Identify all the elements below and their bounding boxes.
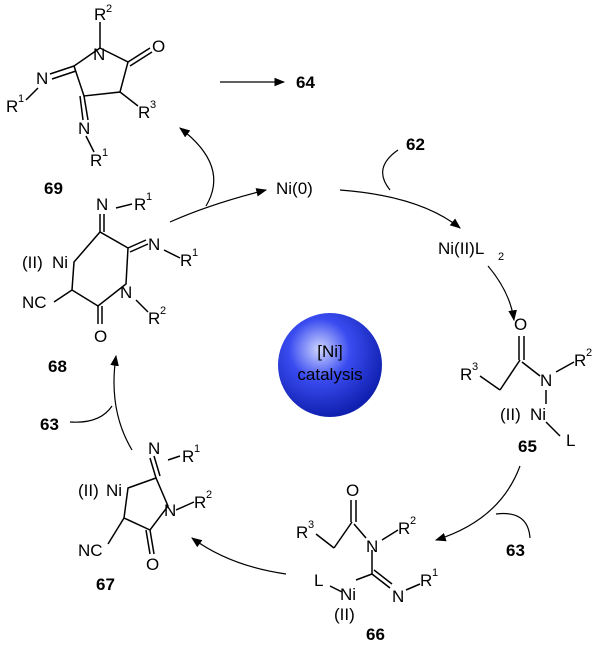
atom-r-69b: R bbox=[6, 97, 18, 116]
sphere-label-line2: catalysis bbox=[297, 365, 362, 384]
atom-r-69a: R bbox=[94, 5, 106, 24]
sup-69c: 3 bbox=[150, 99, 156, 111]
atom-r-66b: R bbox=[398, 519, 410, 538]
atom-r-66c: R bbox=[420, 571, 432, 590]
atom-r-65: R bbox=[460, 365, 472, 384]
atom-r-66: R bbox=[296, 523, 308, 542]
ox-state-67: (II) bbox=[78, 481, 99, 500]
reagent-63-a: 63 bbox=[40, 415, 59, 434]
arrow-66-to-67 bbox=[191, 537, 287, 575]
atom-o-66: O bbox=[346, 481, 359, 500]
species-ni2l2-subscript: 2 bbox=[498, 251, 504, 263]
compound-66-structure bbox=[315, 500, 421, 593]
atom-l-66: L bbox=[314, 571, 323, 590]
arrow-ni2l2-to-65 bbox=[487, 265, 517, 322]
atom-n-68c: N bbox=[120, 283, 132, 302]
ox-state-68: (II) bbox=[22, 253, 43, 272]
sup-66a: 3 bbox=[308, 519, 314, 531]
ox-state-66: (II) bbox=[334, 605, 355, 624]
sup-69b: 1 bbox=[18, 93, 24, 105]
atom-o-69: O bbox=[152, 37, 165, 56]
species-ni0: Ni(0) bbox=[276, 179, 313, 198]
compound-65-structure bbox=[479, 336, 575, 437]
atom-nc-67: NC bbox=[78, 541, 103, 560]
atom-r-69c: R bbox=[138, 103, 150, 122]
reagent-62: 62 bbox=[406, 135, 425, 154]
compound-68-structure bbox=[53, 203, 181, 324]
arrow-68-to-ni0 bbox=[169, 188, 268, 223]
arrow-63-entering-a bbox=[69, 405, 113, 423]
arrow-release-69 bbox=[179, 127, 215, 207]
sup-68c: 2 bbox=[160, 305, 166, 317]
atom-nc-68: NC bbox=[22, 293, 47, 312]
atom-l-65: L bbox=[566, 431, 575, 450]
atom-r-65b: R bbox=[574, 351, 586, 370]
atom-r-67b: R bbox=[194, 493, 206, 512]
compound-69-structure bbox=[25, 22, 153, 153]
ox-state-65: (II) bbox=[500, 405, 521, 424]
nickel-catalysis-sphere: [Ni] catalysis bbox=[278, 313, 382, 417]
atom-r-69d: R bbox=[90, 151, 102, 170]
sup-67a: 1 bbox=[194, 443, 200, 455]
compound-67-structure bbox=[107, 455, 195, 555]
atom-r-67a: R bbox=[182, 447, 194, 466]
compound-number-64: 64 bbox=[296, 73, 315, 92]
arrow-ni0-to-ni2l2 bbox=[339, 189, 461, 229]
atom-o-65: O bbox=[514, 315, 527, 334]
arrow-67-to-68 bbox=[110, 354, 133, 451]
atom-n-67b: N bbox=[164, 501, 176, 520]
atom-n-66b: N bbox=[392, 587, 404, 606]
sup-68b: 1 bbox=[192, 247, 198, 259]
sphere-label-line1: [Ni] bbox=[317, 342, 343, 361]
atom-o-67: O bbox=[146, 555, 159, 574]
sup-68a: 1 bbox=[146, 191, 152, 203]
compound-number-68: 68 bbox=[48, 357, 67, 376]
sup-67b: 2 bbox=[206, 489, 212, 501]
sup-65b: 2 bbox=[586, 347, 592, 359]
sup-66b: 2 bbox=[410, 515, 416, 527]
sup-66c: 1 bbox=[432, 567, 438, 579]
compound-number-66: 66 bbox=[366, 625, 385, 644]
sup-69a: 2 bbox=[106, 3, 112, 15]
arrow-65-to-66 bbox=[434, 465, 521, 542]
species-ni2l2: Ni(II)L bbox=[438, 239, 484, 258]
atom-n-65: N bbox=[540, 371, 552, 390]
atom-r-68a: R bbox=[134, 195, 146, 214]
compound-number-65: 65 bbox=[518, 437, 537, 456]
arrow-62-entering bbox=[382, 149, 399, 191]
sup-65a: 3 bbox=[472, 361, 478, 373]
atom-o-68: O bbox=[94, 327, 107, 346]
atom-n-68a: N bbox=[96, 195, 108, 214]
compound-number-69: 69 bbox=[44, 179, 63, 198]
reagent-63-b: 63 bbox=[506, 541, 525, 560]
atom-n-68b: N bbox=[148, 235, 160, 254]
atom-ni-67: Ni bbox=[106, 481, 122, 500]
compound-number-67: 67 bbox=[96, 575, 115, 594]
atom-n-69c: N bbox=[78, 119, 90, 138]
atom-ni-66: Ni bbox=[340, 585, 356, 604]
atom-r-68b: R bbox=[180, 251, 192, 270]
atom-ni-68: Ni bbox=[52, 253, 68, 272]
arrow-63-entering-b bbox=[495, 512, 531, 539]
atom-n-66: N bbox=[366, 537, 378, 556]
sup-69d: 1 bbox=[102, 147, 108, 159]
atom-n-69: N bbox=[93, 45, 105, 64]
atom-ni-65: Ni bbox=[530, 405, 546, 424]
atom-r-68c: R bbox=[148, 309, 160, 328]
atom-n-67a: N bbox=[148, 439, 160, 458]
atom-n-69b: N bbox=[36, 69, 48, 88]
